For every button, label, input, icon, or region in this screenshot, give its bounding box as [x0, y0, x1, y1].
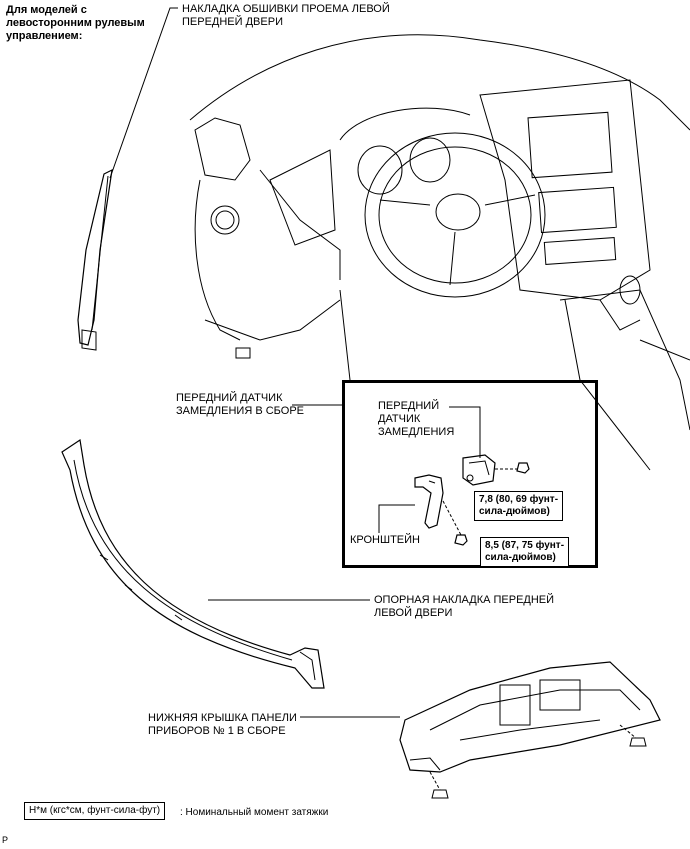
decel-sensor-label: ПЕРЕДНИЙ ДАТЧИК ЗАМЕДЛЕНИЯ	[378, 400, 455, 438]
decel-sensor-inset	[342, 380, 598, 568]
decel-sensor-inset-art	[378, 406, 530, 546]
decel-sensor-leader	[449, 406, 481, 458]
torque-legend-description: : Номинальный момент затяжки	[180, 807, 329, 818]
door-opening-trim-part	[77, 168, 113, 351]
dashboard-illustration	[189, 34, 690, 471]
lower-panel-bolts	[429, 724, 647, 799]
bracket-leader	[378, 504, 415, 533]
door-opening-trim-label: НАКЛАДКА ОБШИВКИ ПРОЕМА ЛЕВОЙ ПЕРЕДНЕЙ Д…	[182, 3, 390, 28]
lower-panel-part	[399, 661, 661, 773]
scuff-plate-part	[61, 438, 325, 689]
sensor-nut-torque: 7,8 (80, 69 фунт- сила-дюймов)	[474, 491, 564, 521]
bracket-nut	[442, 500, 468, 546]
bracket-label: КРОНШТЕЙН	[350, 534, 420, 546]
torque-unit-legend-box: Н*м (кгс*см, фунт-сила-фут)	[24, 802, 166, 820]
lhd-models-heading: Для моделей с левосторонним рулевым упра…	[6, 4, 145, 42]
bracket-nut-torque: 8,5 (87, 75 фунт- сила-дюймов)	[480, 537, 570, 567]
lower-panel-label: НИЖНЯЯ КРЫШКА ПАНЕЛИ ПРИБОРОВ № 1 В СБОР…	[148, 712, 297, 737]
corner-mark: P	[2, 835, 9, 845]
bracket-part	[414, 474, 444, 529]
scuff-plate-label: ОПОРНАЯ НАКЛАДКА ПЕРЕДНЕЙ ЛЕВОЙ ДВЕРИ	[374, 594, 555, 619]
decel-sensor-part	[462, 454, 496, 486]
decel-sensor-assembly-label: ПЕРЕДНИЙ ДАТЧИК ЗАМЕДЛЕНИЯ В СБОРЕ	[176, 392, 304, 417]
door-opening-trim-leader	[109, 7, 178, 179]
sensor-nut	[495, 462, 530, 474]
